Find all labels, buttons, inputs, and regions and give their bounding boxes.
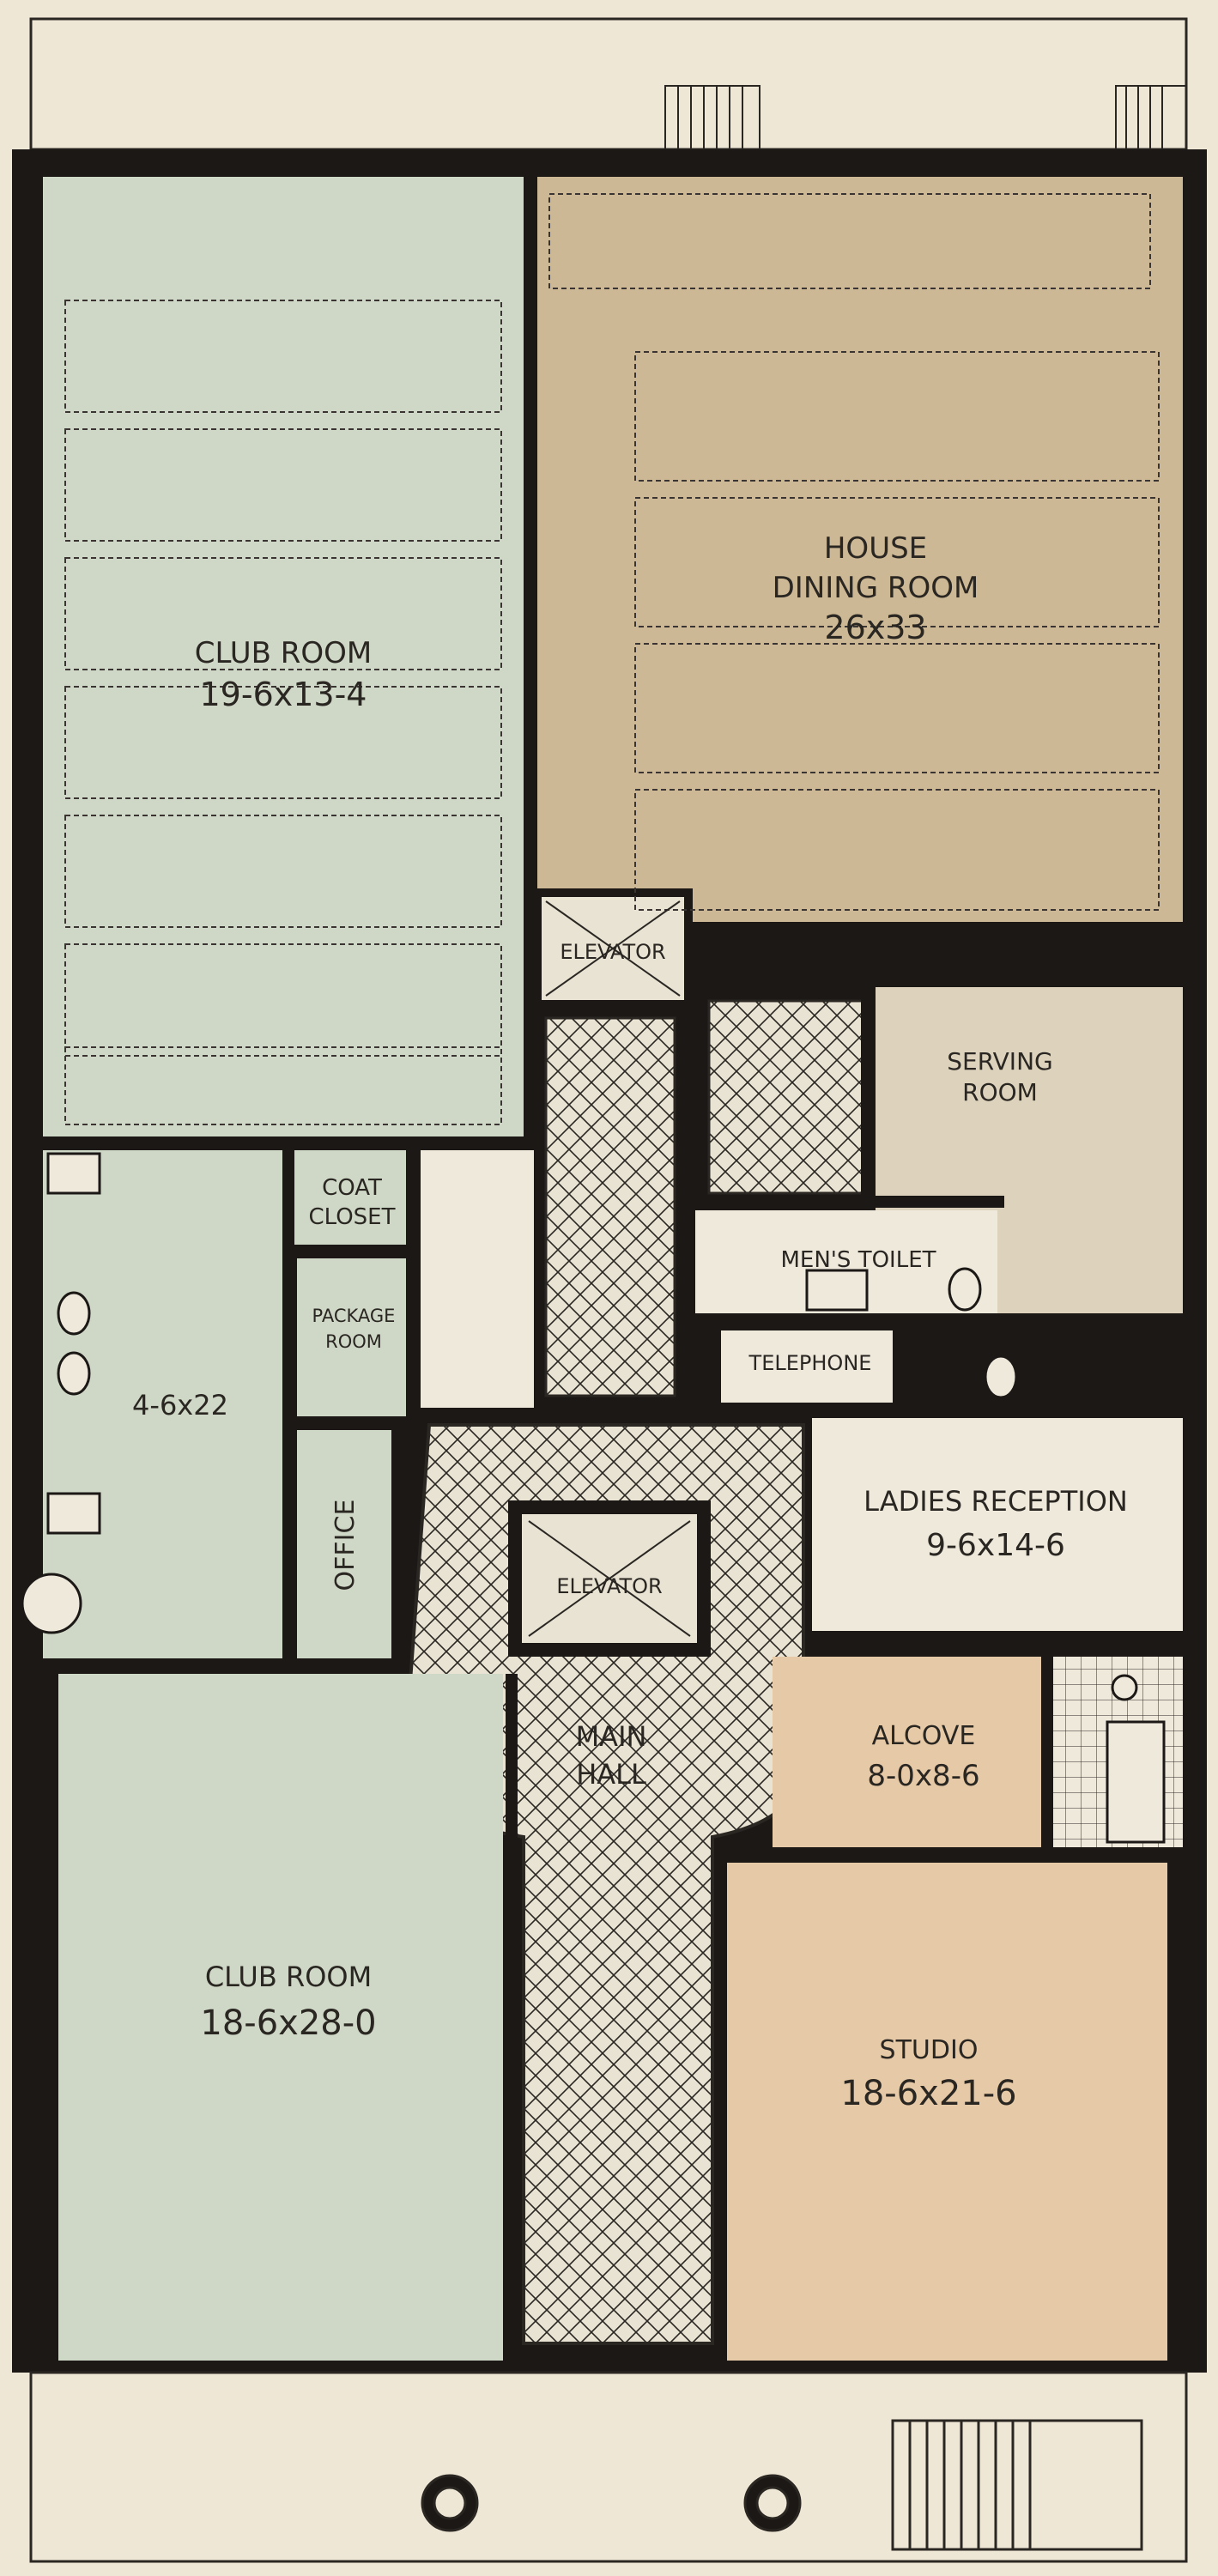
coat-closet-label-2: CLOSET — [309, 1204, 396, 1230]
club-room-top-size: 19-6x13-4 — [200, 676, 367, 713]
serving-room-label-2: ROOM — [962, 1078, 1038, 1106]
mens-toilet-label: MEN'S TOILET — [780, 1247, 936, 1273]
club-room-top-area — [43, 177, 524, 1136]
house-dining-label-1: HOUSE — [824, 531, 927, 566]
studio-label: STUDIO — [880, 2035, 979, 2065]
lavatory-size: 4-6x22 — [132, 1389, 228, 1421]
club-room-bottom-area — [58, 1674, 503, 2361]
house-dining-label-2: DINING ROOM — [773, 571, 979, 605]
elevator-main-area — [508, 1500, 711, 1657]
elevator-top-label: ELEVATOR — [560, 940, 665, 964]
alcove-label: ALCOVE — [872, 1721, 976, 1751]
dining-room-area — [537, 177, 1183, 922]
telephone-label: TELEPHONE — [748, 1351, 872, 1375]
front-steps — [29, 2371, 1188, 2563]
club-room-coffers — [64, 300, 502, 1125]
package-room-area — [297, 1258, 409, 1416]
hall-side-hatch — [707, 999, 865, 1195]
dining-room-coffers — [548, 193, 1160, 911]
hall-upper-hatch — [544, 1016, 676, 1397]
alcove-size: 8-0x8-6 — [867, 1759, 979, 1793]
plumbing-fixtures — [21, 1152, 1166, 1844]
studio-size: 18-6x21-6 — [840, 2074, 1016, 2113]
alcove-area — [773, 1657, 1044, 1847]
interior-walls — [34, 172, 1193, 2361]
elevator-main-label: ELEVATOR — [556, 1574, 662, 1598]
elevator-cross-marks — [528, 900, 691, 1637]
club-room-bottom-label: CLUB ROOM — [205, 1961, 372, 1993]
main-hall-label-2: HALL — [576, 1758, 646, 1791]
ladies-reception-label: LADIES RECEPTION — [864, 1485, 1128, 1518]
coat-closet-area — [292, 1150, 412, 1245]
club-room-bottom-size: 18-6x28-0 — [200, 2003, 376, 2043]
package-room-label-2: ROOM — [325, 1331, 382, 1352]
serving-room-label-1: SERVING — [947, 1047, 1052, 1076]
lavatory-area — [43, 1150, 283, 1658]
telephone-area — [721, 1330, 893, 1403]
stair-area — [421, 1150, 534, 1408]
club-room-top-label: CLUB ROOM — [195, 636, 373, 670]
house-dining-size: 26x33 — [824, 609, 926, 646]
coat-closet-label-1: COAT — [322, 1175, 382, 1201]
ladies-reception-size: 9-6x14-6 — [926, 1528, 1065, 1563]
package-room-label-1: PACKAGE — [312, 1306, 396, 1326]
office-area — [297, 1430, 391, 1658]
studio-area — [726, 1863, 1167, 2361]
office-label: OFFICE — [330, 1500, 361, 1591]
main-hall-label-1: MAIN — [576, 1720, 647, 1753]
ladies-reception-area — [812, 1416, 1183, 1631]
